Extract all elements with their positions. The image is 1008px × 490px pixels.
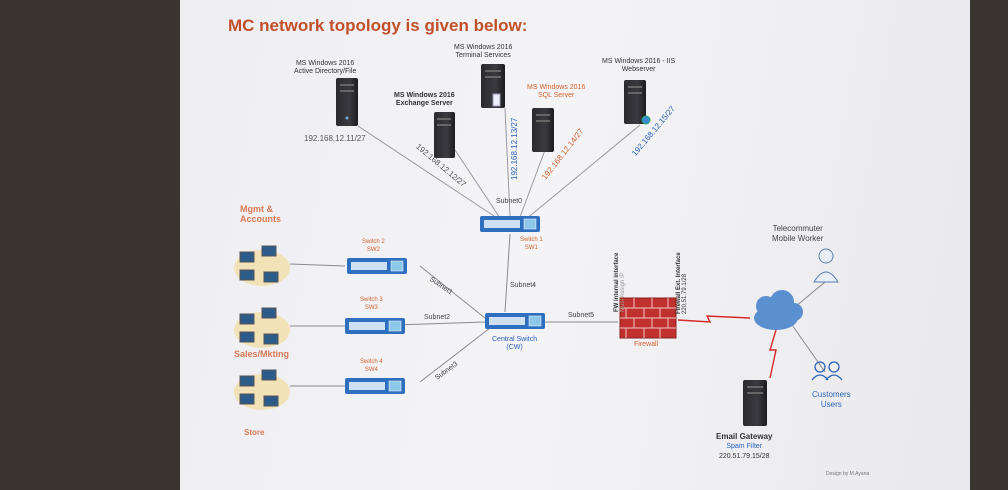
sales-workstations-icon: [234, 307, 290, 348]
server-iis-line1: MS Windows 2016 - IIS: [602, 58, 676, 65]
server-ad-label: MS Windows 2016 Active Directory/File: [294, 60, 356, 76]
server-sql-line2: SQL Server: [538, 92, 575, 99]
mgmt-line2: Accounts: [240, 214, 282, 224]
email-gateway-label: Email Gateway Spam Filter 220.51.79.15/2…: [716, 432, 772, 462]
store-workstations-icon: [234, 369, 290, 410]
server-terminal-line2: Terminal Services: [455, 52, 511, 59]
switch-3-line1: Switch 3: [360, 297, 383, 303]
server-terminal-line1: MS Windows 2016: [454, 44, 513, 51]
server-exchange-line1: MS Windows 2016: [394, 92, 455, 99]
wan-links: [677, 315, 777, 379]
customers-label: Customers Users: [812, 390, 851, 410]
switch-4-line1: Switch 4: [360, 359, 383, 365]
customers-line2: Users: [820, 400, 842, 409]
telecommuter-line1: Telecommuter: [772, 224, 823, 233]
server-exchange-icon: [434, 112, 455, 158]
server-sql-icon: [532, 108, 554, 152]
mgmt-group-label: Mgmt & Accounts: [240, 204, 281, 224]
server-ad-line1: MS Windows 2016: [295, 60, 355, 67]
store-group-label: Store: [244, 428, 265, 437]
server-sql-line1: MS Windows 2016: [527, 84, 586, 91]
switch-3-line2: SW3: [364, 305, 378, 311]
server-iis-label: MS Windows 2016 - IIS Webserver: [602, 58, 675, 74]
switch-3-icon: [345, 318, 405, 334]
server-ad-icon: [336, 78, 358, 126]
server-terminal-icon: [481, 64, 505, 108]
telecommuter-icon: [813, 248, 839, 283]
central-switch-icon: [485, 313, 545, 329]
server-exchange-label: MS Windows 2016 Exchange Server: [394, 92, 455, 108]
server-ad-line2: Active Directory/File: [294, 68, 357, 75]
switch-2-line1: Switch 2: [362, 239, 385, 245]
subnet2-label: Subnet2: [424, 314, 451, 321]
paper-sheet: [180, 0, 970, 490]
mgmt-workstations-icon: [234, 245, 290, 286]
fw-internal-line2: Must Assign IP: [620, 272, 626, 312]
central-switch-label: Central Switch (CW): [492, 336, 537, 352]
switch-2-label: Switch 2 SW2: [362, 238, 385, 254]
server-iis-icon: [624, 80, 651, 125]
email-line1: Email Gateway: [716, 432, 773, 441]
subnet4-label: Subnet4: [510, 282, 537, 289]
telecommuter-line2: Mobile Worker: [772, 234, 824, 243]
server-iis-line2: Webserver: [621, 66, 656, 73]
email-gateway-icon: [743, 380, 767, 426]
switch-1-icon: [480, 216, 540, 232]
switch-2-icon: [347, 258, 407, 274]
firewall-icon: [619, 297, 677, 339]
server-terminal-ip: 192.168.12.13/27: [510, 117, 519, 180]
subnet0-label: Subnet0: [496, 198, 523, 205]
fw-external-label: Firewall Ext. Interface 220.51.79.1/28: [676, 252, 688, 314]
lan-links: [289, 233, 826, 387]
switch-1-label: Switch 1 SW1: [520, 236, 543, 252]
firewall-label: Firewall: [634, 341, 659, 348]
switch-1-line1: Switch 1: [520, 237, 543, 243]
switch-1-line2: SW1: [524, 245, 538, 251]
customers-icon: [811, 361, 843, 381]
customers-line1: Customers: [812, 390, 851, 399]
central-switch-line1: Central Switch: [492, 336, 538, 343]
switch-4-line2: SW4: [364, 367, 378, 373]
subnet5-label: Subnet5: [568, 312, 595, 319]
central-switch-line2: (CW): [506, 344, 523, 351]
switch-3-label: Switch 3 SW3: [360, 296, 383, 312]
server-exchange-line2: Exchange Server: [395, 100, 453, 107]
mgmt-line1: Mgmt &: [240, 204, 273, 214]
switch-4-label: Switch 4 SW4: [360, 358, 383, 374]
sales-group-label: Sales/Mkting: [234, 349, 290, 359]
internet-cloud-icon: [754, 290, 803, 330]
email-line2: Spam Filter: [726, 443, 763, 450]
fw-internal-label: FW internal interface Must Assign IP: [614, 253, 626, 312]
switch-4-icon: [345, 378, 405, 394]
switch-2-line2: SW2: [366, 247, 380, 253]
server-ad-ip: 192.168.12.11/27: [304, 134, 366, 143]
server-terminal-label: MS Windows 2016 Terminal Services: [454, 44, 512, 60]
telecommuter-label: Telecommuter Mobile Worker: [772, 224, 823, 244]
email-line3: 220.51.79.15/28: [718, 453, 770, 460]
server-links: [357, 107, 641, 221]
server-sql-label: MS Windows 2016 SQL Server: [527, 84, 585, 100]
credit-label: Design by M.Ayana: [826, 471, 870, 477]
fw-external-line2: 220.51.79.1/28: [682, 273, 688, 314]
page-title: MC network topology is given below:: [228, 16, 528, 35]
